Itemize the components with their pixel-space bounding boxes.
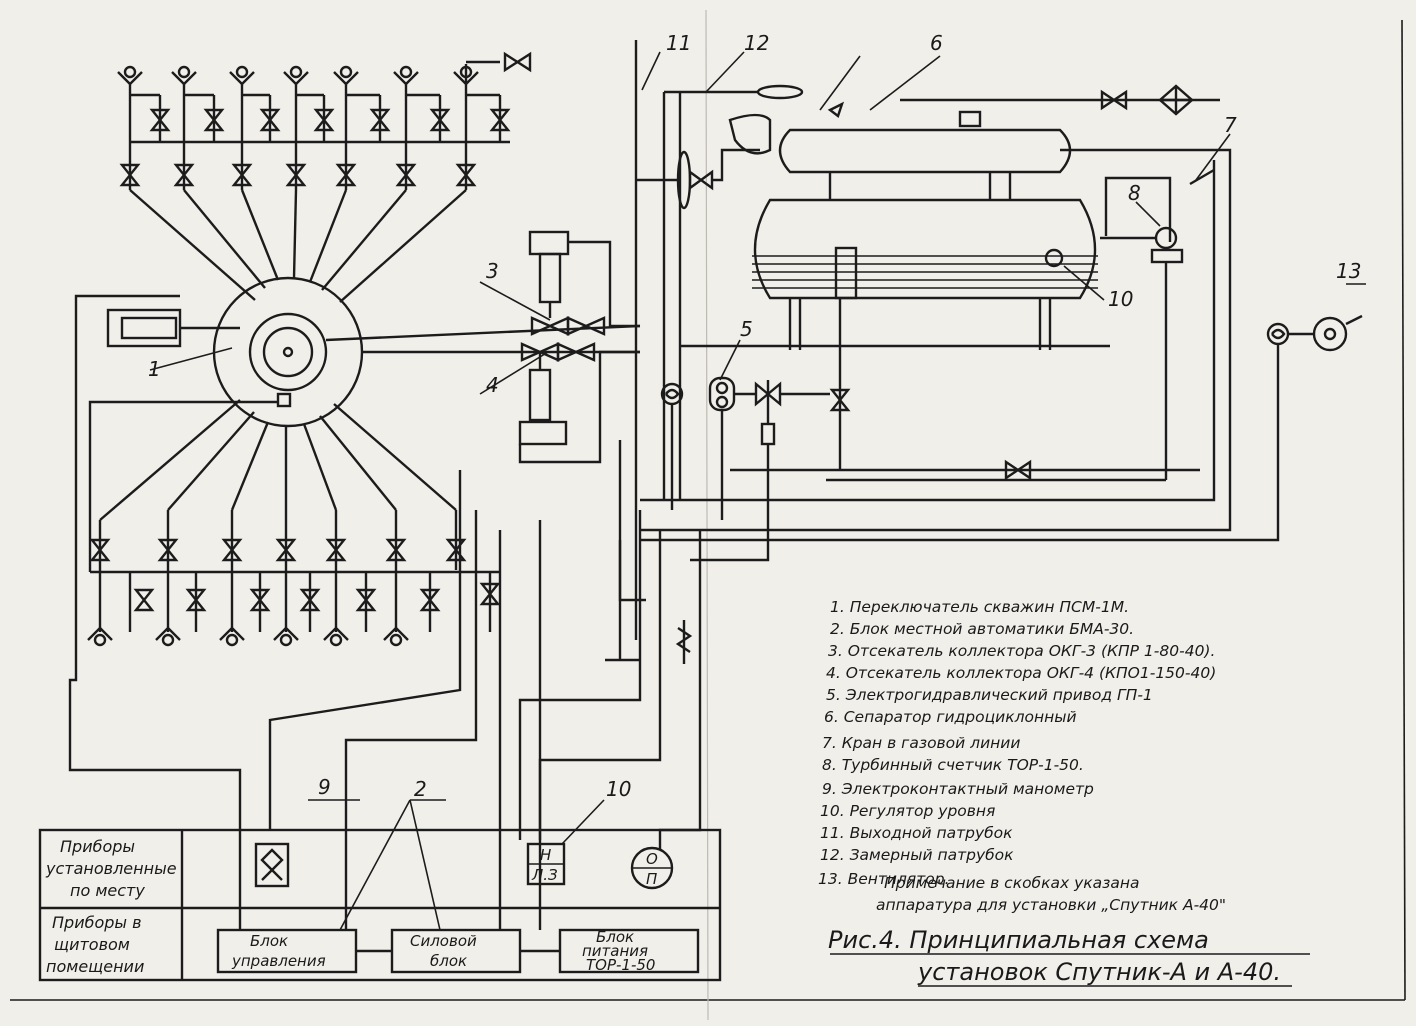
legend-item-2: 2. Блок местной автоматики БМА-30. [830,620,1134,638]
bottom-gate-valves [89,538,501,612]
note-line-2: аппаратура для установки „Спутник А-40" [876,896,1226,914]
callout-6: 6 [930,31,943,55]
bottom-inlet-lines [90,399,500,632]
svg-text:Н: Н [540,846,551,864]
svg-text:управления: управления [231,952,326,970]
row-label-panel: Приборы в щитовом помещении [46,913,144,976]
svg-text:Приборы в: Приборы в [52,913,142,932]
callout-3: 3 [486,259,499,283]
top-gate-valves [119,51,532,187]
level-switch-unit: Н Л.З [526,842,566,886]
legend-item-12: 12. Замерный патрубок [820,846,1014,864]
svg-text:блок: блок [430,952,467,970]
callout-7: 7 [1224,113,1237,137]
svg-text:Приборы: Приборы [60,837,135,856]
gauge-symbol [675,620,693,664]
svg-text:Л.З: Л.З [531,866,558,884]
svg-text:О: О [646,850,658,868]
legend-item-9: 9. Электроконтактный манометр [822,780,1094,798]
callout-8: 8 [1128,181,1141,205]
top-check-valves [117,65,479,86]
svg-text:Силовой: Силовой [410,932,477,950]
svg-text:установленные: установленные [45,859,177,878]
callout-numbers: 1 2 3 4 5 6 7 8 9 10 10 11 12 13 [148,31,1361,801]
legend-item-1: 1. Переключатель скважин ПСМ-1М. [830,598,1129,616]
svg-text:П: П [646,870,657,888]
figure-caption: Рис.4. Принципиальная схема установок Сп… [828,926,1310,987]
turbine-meter [730,176,1200,482]
legend-item-6: 6. Сепаратор гидроциклонный [824,708,1077,726]
svg-text:щитовом: щитовом [54,935,130,954]
callout-4: 4 [486,373,499,397]
svg-text:Блок: Блок [596,928,634,946]
row-label-field: Приборы установленные по месту [45,837,177,900]
electrocontact-manometer [254,842,290,888]
svg-text:по месту: по месту [70,881,145,900]
separator [640,84,1232,532]
collector-line-main [325,324,641,342]
legend: 1. Переключатель скважин ПСМ-1М. 2. Блок… [818,598,1216,888]
well-switch [106,276,364,428]
fan [640,314,1363,542]
callout-10b: 10 [606,777,631,801]
legend-item-4: 4. Отсекатель коллектора ОКГ-4 (КПО1-150… [826,664,1216,682]
svg-text:помещении: помещении [46,957,144,976]
callout-10: 10 [1108,287,1133,311]
risers [634,40,760,640]
callout-leaders [149,51,1366,931]
supply-block: Блок питания ТОР-1-50 [558,928,700,974]
legend-item-10: 10. Регулятор уровня [820,802,995,820]
legend-item-13: 13. Вентилятор. [818,870,950,888]
callout-2: 2 [414,777,427,801]
callout-9: 9 [318,775,331,799]
drain-valve [829,298,851,470]
legend-item-7: 7. Кран в газовой линии [822,734,1020,752]
callout-1: 1 [148,357,161,381]
legend-item-5: 5. Электрогидравлический привод ГП-1 [826,686,1153,704]
callout-12: 12 [744,31,769,55]
legend-item-8: 8. Турбинный счетчик ТОР-1-50. [822,756,1084,774]
legend-item-3: 3. Отсекатель коллектора ОКГ-3 (КПР 1-80… [828,642,1215,660]
hydraulic-drive [660,376,830,562]
sheet-border [10,9,1406,1021]
caption-line-1: Рис.4. Принципиальная схема [828,926,1209,954]
note-line-1: Примечание в скобках указана [884,874,1139,892]
control-block: Блок управления [216,928,358,974]
svg-text:Блок: Блок [250,932,288,950]
legend-item-11: 11. Выходной патрубок [820,824,1013,842]
svg-text:питания: питания [582,942,648,960]
counter-indicator: О П [630,846,674,890]
callout-11: 11 [666,31,691,55]
caption-line-2: установок Спутник-А и А-40. [917,958,1281,986]
control-cables [68,294,702,930]
callout-5: 5 [740,317,753,341]
svg-text:ТОР-1-50: ТОР-1-50 [586,956,655,974]
bottom-check-valves [87,626,409,647]
callout-13: 13 [1336,259,1361,283]
note: Примечание в скобках указана аппаратура … [876,874,1226,914]
instrument-table [38,828,722,982]
cutoff-valve-4 [518,342,640,464]
power-block: Силовой блок [390,928,522,974]
top-inlet-lines [128,60,510,303]
